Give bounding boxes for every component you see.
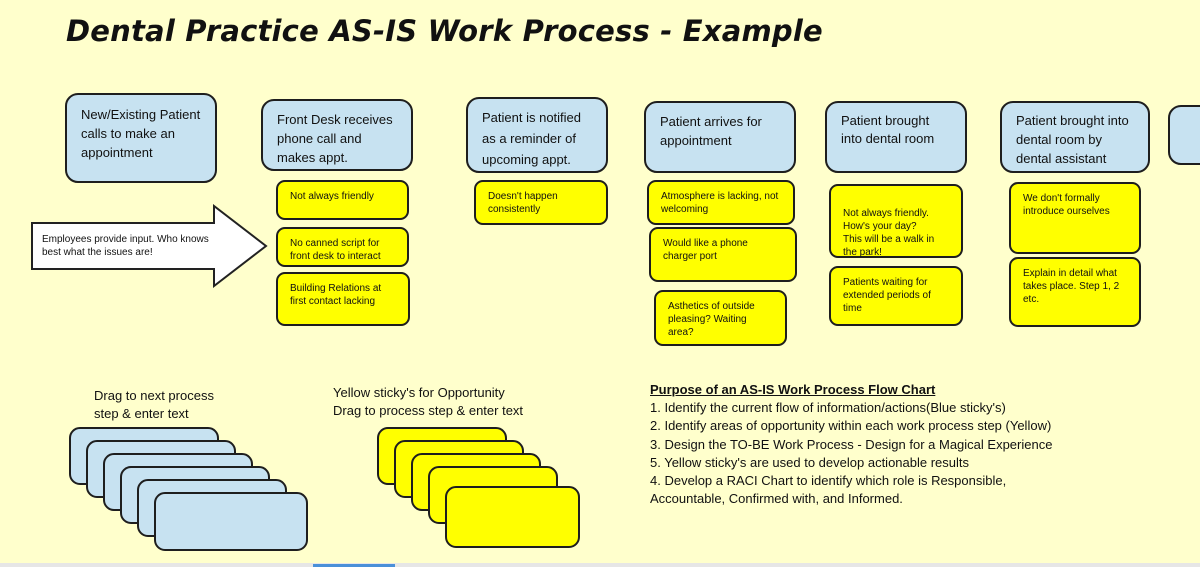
purpose-item: 4. Develop a RACI Chart to identify whic…	[650, 473, 1007, 507]
opportunity-sticky[interactable]: Doesn't happen consistently	[474, 180, 608, 225]
opportunity-text: Patients waiting for extended periods of…	[843, 277, 931, 314]
process-step-1-text: New/Existing Patient calls to make an ap…	[81, 107, 201, 160]
opportunity-text: Explain in detail what takes place. Step…	[1023, 268, 1120, 305]
process-step-1[interactable]: New/Existing Patient calls to make an ap…	[65, 93, 217, 183]
process-step-3-text: Patient is notified as a reminder of upc…	[482, 110, 582, 167]
horizontal-scrollbar[interactable]	[0, 563, 1200, 567]
page-title: Dental Practice AS-IS Work Process - Exa…	[66, 14, 823, 48]
process-step-partial[interactable]	[1168, 105, 1200, 165]
purpose-item: 1. Identify the current flow of informat…	[650, 400, 1006, 416]
scrollbar-thumb[interactable]	[313, 564, 395, 567]
process-step-5[interactable]: Patient brought into dental room	[825, 101, 967, 173]
process-step-3[interactable]: Patient is notified as a reminder of upc…	[466, 97, 608, 173]
yellow-sticky-stack[interactable]	[376, 426, 586, 551]
opportunity-text: Doesn't happen consistently	[488, 191, 558, 215]
opportunity-sticky[interactable]: Patients waiting for extended periods of…	[829, 266, 963, 326]
opportunity-sticky[interactable]: Asthetics of outside pleasing? Waiting a…	[654, 290, 787, 346]
opportunity-sticky[interactable]: Not always friendly. How's your day? Thi…	[829, 184, 963, 258]
right-arrow-shape	[31, 204, 268, 288]
process-step-5-text: Patient brought into dental room	[841, 113, 935, 146]
opportunity-sticky[interactable]: No canned script for front desk to inter…	[276, 227, 409, 267]
process-step-4-text: Patient arrives for appointment	[660, 114, 762, 148]
purpose-section: Purpose of an AS-IS Work Process Flow Ch…	[650, 381, 1170, 508]
process-step-2-text: Front Desk receives phone call and makes…	[277, 112, 393, 165]
opportunity-sticky[interactable]: Not always friendly	[276, 180, 409, 220]
opportunity-text: We don't formally introduce ourselves	[1023, 193, 1110, 217]
opportunity-sticky[interactable]: Atmosphere is lacking, not welcoming	[647, 180, 795, 225]
opportunity-text: Not always friendly. How's your day? Thi…	[843, 208, 935, 258]
process-step-4[interactable]: Patient arrives for appointment	[644, 101, 796, 173]
opportunity-text: Atmosphere is lacking, not welcoming	[661, 191, 779, 215]
opportunity-text: Building Relations at first contact lack…	[290, 283, 382, 307]
opportunity-sticky[interactable]: Would like a phone charger port	[649, 227, 797, 282]
blue-stack-note: Drag to next process step & enter text	[94, 388, 214, 421]
arrow-note: Employees provide input. Who knows best …	[42, 234, 209, 258]
blue-sticky-stack[interactable]	[68, 426, 313, 551]
purpose-item: 5. Yellow sticky's are used to develop a…	[650, 454, 970, 470]
opportunity-text: No canned script for front desk to inter…	[290, 238, 381, 262]
yellow-stack-note: Yellow sticky's for Opportunity Drag to …	[333, 385, 524, 418]
process-step-2[interactable]: Front Desk receives phone call and makes…	[261, 99, 413, 171]
purpose-item: 3. Design the TO-BE Work Process - Desig…	[650, 436, 1053, 452]
process-step-6-text: Patient brought into dental room by dent…	[1016, 113, 1129, 166]
purpose-heading: Purpose of an AS-IS Work Process Flow Ch…	[650, 382, 936, 397]
opportunity-text: Asthetics of outside pleasing? Waiting a…	[668, 301, 755, 338]
opportunity-text: Not always friendly	[290, 191, 374, 202]
opportunity-text: Would like a phone charger port	[663, 238, 748, 262]
process-step-6[interactable]: Patient brought into dental room by dent…	[1000, 101, 1150, 173]
purpose-item: 2. Identify areas of opportunity within …	[650, 418, 1052, 434]
opportunity-sticky[interactable]: Explain in detail what takes place. Step…	[1009, 257, 1141, 327]
opportunity-sticky[interactable]: We don't formally introduce ourselves	[1009, 182, 1141, 254]
opportunity-sticky[interactable]: Building Relations at first contact lack…	[276, 272, 410, 326]
